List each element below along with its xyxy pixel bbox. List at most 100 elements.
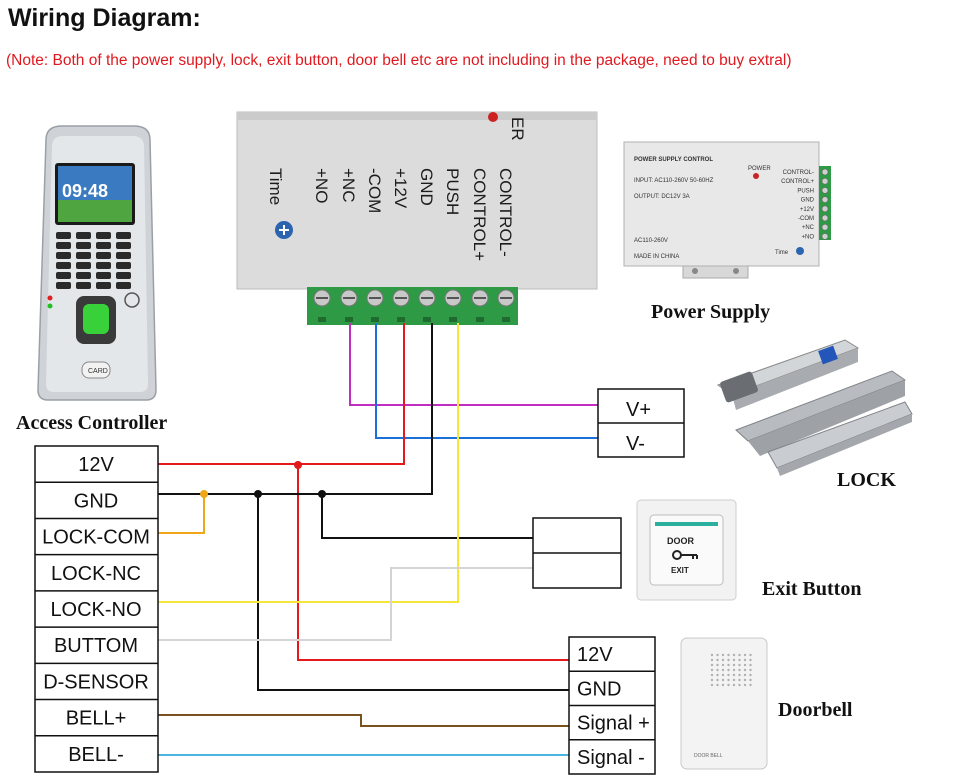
wire-gnd-to-exit <box>321 494 533 539</box>
lock-device <box>716 339 913 476</box>
svg-text:ER: ER <box>508 117 527 141</box>
controller-terminal-bell-: BELL- <box>68 744 124 766</box>
controller-terminal-12v: 12V <box>78 454 114 476</box>
bell-icon <box>124 292 140 308</box>
exit-button-device: DOOR EXIT <box>636 499 737 601</box>
keypad <box>56 232 131 289</box>
psu-unit-terminal-label: CONTROL- <box>783 170 814 176</box>
keypad-key <box>76 282 91 289</box>
junction-dot <box>200 490 208 498</box>
wire-gnd-to-bell <box>257 494 569 691</box>
svg-text:POWER SUPPLY CONTROL: POWER SUPPLY CONTROL <box>634 157 713 163</box>
psu-unit-terminal-label: +NO <box>801 234 814 240</box>
bell-terminal-signal-: Signal + <box>577 713 650 735</box>
keypad-key <box>76 252 91 259</box>
svg-text:CARD: CARD <box>88 368 108 375</box>
diagram-title: Wiring Diagram: <box>8 4 201 32</box>
access-controller-label: Access Controller <box>16 412 167 434</box>
lock-terminal-v-plus: V+ <box>626 399 651 421</box>
controller-terminal-bell-: BELL+ <box>66 708 127 730</box>
wire-push-to-lock-no <box>158 323 459 603</box>
keypad-key <box>96 232 111 239</box>
wire-com-to-v-minus <box>375 323 598 439</box>
keypad-key <box>56 242 71 249</box>
doorbell-label: Doorbell <box>778 699 853 721</box>
keypad-key <box>76 272 91 279</box>
controller-terminal-buttom: BUTTOM <box>54 635 138 657</box>
junction-dot <box>254 490 262 498</box>
wire-12v-supply <box>158 323 405 465</box>
lock-terminal-box: V+ V- <box>597 388 685 458</box>
svg-text:POWER: POWER <box>748 166 771 172</box>
keypad-key <box>76 262 91 269</box>
keypad-key <box>76 232 91 239</box>
svg-text:AC110-260V: AC110-260V <box>634 238 668 244</box>
keypad-key <box>116 232 131 239</box>
controller-terminal-lock-nc: LOCK-NC <box>51 563 141 585</box>
power-supply-closeup: ER Time +NO +NC -COM +12V GND PUSH CONTROL+ CON… <box>236 111 598 325</box>
keypad-key <box>56 272 71 279</box>
wires <box>158 323 598 756</box>
controller-terminal-box: 12V GND LOCK-COM LOCK-NC LOCK-NO BUTTOM D-SENS… <box>34 445 159 773</box>
controller-terminal-d-sensor: D-SENSOR <box>43 671 149 693</box>
keypad-key <box>116 262 131 269</box>
bell-terminal-gnd: GND <box>577 678 621 700</box>
keypad-key <box>96 282 111 289</box>
psu-unit-terminal-label: PUSH <box>797 188 814 194</box>
wire-gnd-supply <box>158 323 433 495</box>
svg-text:Time: Time <box>775 250 789 256</box>
access-controller-device: 09:48 CARD <box>37 125 157 401</box>
controller-terminal-lock-no: LOCK-NO <box>50 599 141 621</box>
psu-unit-terminal-label: CONTROL+ <box>781 179 814 185</box>
keypad-key <box>96 272 111 279</box>
keypad-key <box>116 252 131 259</box>
svg-text:DOOR BELL: DOOR BELL <box>694 753 723 759</box>
keypad-key <box>116 272 131 279</box>
wire-bell-plus <box>158 714 569 727</box>
wire-buttom-to-exit <box>158 567 533 641</box>
psu-terminal-label: +NO <box>312 168 331 203</box>
exit-button-label: Exit Button <box>762 578 861 600</box>
controller-terminal-gnd: GND <box>74 490 118 512</box>
package-note: (Note: Both of the power supply, lock, e… <box>6 52 792 69</box>
power-supply-unit: POWER SUPPLY CONTROL INPUT: AC110-260V 5… <box>623 141 831 279</box>
psu-terminal-label: CONTROL+ <box>470 168 489 261</box>
keypad-key <box>56 262 71 269</box>
wire-lock-com-to-gnd <box>158 494 205 534</box>
psu-terminal-label: CONTROL- <box>496 168 515 257</box>
controller-terminal-lock-com: LOCK-COM <box>42 527 150 549</box>
keypad-key <box>76 242 91 249</box>
psu-unit-terminal-label: +NC <box>802 225 815 231</box>
junction-dot <box>318 490 326 498</box>
keypad-key <box>96 242 111 249</box>
keypad-key <box>56 282 71 289</box>
keypad-key <box>96 252 111 259</box>
keypad-key <box>116 242 131 249</box>
bell-terminal-12v: 12V <box>577 644 613 666</box>
power-supply-label: Power Supply <box>651 301 770 323</box>
time-label: Time <box>266 168 285 205</box>
psu-terminal-label: GND <box>417 168 436 206</box>
lock-label: LOCK <box>837 469 896 491</box>
svg-text:EXIT: EXIT <box>671 566 689 575</box>
bell-terminal-signal-: Signal - <box>577 747 645 769</box>
psu-unit-terminal-label: -COM <box>798 216 814 222</box>
wire-control-plus-to-v-plus <box>349 323 598 406</box>
keypad-key <box>56 252 71 259</box>
doorbell-device: DOOR BELL <box>680 637 768 770</box>
lock-terminal-v-minus: V- <box>626 433 645 455</box>
wire-12v-to-bell <box>297 464 569 661</box>
svg-text:OUTPUT: DC12V 3A: OUTPUT: DC12V 3A <box>634 194 690 200</box>
keypad-key <box>116 282 131 289</box>
psu-terminal-label: -COM <box>365 168 384 213</box>
keypad-key <box>96 262 111 269</box>
psu-terminal-label: +NC <box>339 168 358 202</box>
psu-closeup-terminal-labels: +NO +NC -COM +12V GND PUSH CONTROL+ CONTROL- <box>312 168 515 261</box>
bell-terminal-box: 12V GND Signal + Signal - <box>568 636 656 775</box>
psu-terminal-label: +12V <box>391 168 410 209</box>
keypad-key <box>56 232 71 239</box>
psu-unit-terminal-label: GND <box>801 198 815 204</box>
exit-terminal-box <box>532 517 622 589</box>
psu-terminal-label: PUSH <box>443 168 462 215</box>
svg-text:DOOR: DOOR <box>667 536 695 546</box>
